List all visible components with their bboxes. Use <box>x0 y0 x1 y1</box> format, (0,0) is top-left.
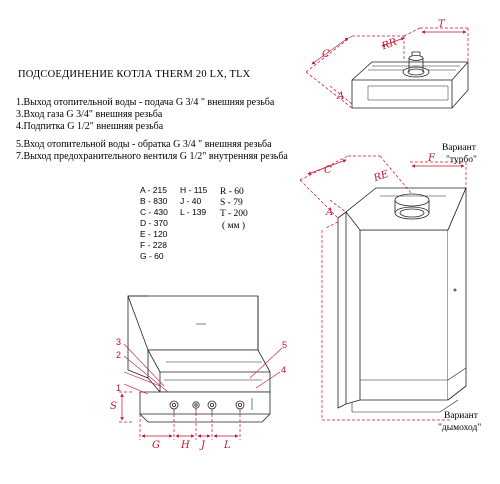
connection-1: 1.Выход отопительной воды - подача G 3/4… <box>16 97 275 108</box>
dim-units: ( мм ) <box>222 221 246 231</box>
callout-5: 5 <box>282 340 288 350</box>
underside-dimension-lines <box>118 391 241 440</box>
dim-j: J - 40 <box>180 196 202 206</box>
dim-letter-a-top: A <box>337 91 345 102</box>
dim-s: S - 79 <box>220 198 243 208</box>
callout-2: 2 <box>116 350 122 360</box>
dim-g: G - 60 <box>140 251 164 261</box>
turbo-variant-drawing <box>351 51 469 109</box>
variant-turbo-name: "турбо" <box>446 155 477 165</box>
callout-4: 4 <box>281 365 287 375</box>
diagram-title: ПОДСОЕДИНЕНИЕ КОТЛА THERM 20 LX, TLX <box>18 69 251 80</box>
dim-t: T - 200 <box>220 209 248 219</box>
dim-a: A - 215 <box>140 185 167 195</box>
dim-letter-j: J <box>201 440 206 451</box>
dim-letter-l: L <box>224 440 231 451</box>
variant-chimney-label: Вариант <box>444 411 478 421</box>
dim-letter-f: F <box>428 153 435 164</box>
turbo-dimension-lines <box>305 27 470 109</box>
chimney-variant-drawing <box>337 187 467 413</box>
connection-4: 4.Подпитка G 1/2" внешняя резьба <box>16 121 164 132</box>
dim-e: E - 120 <box>140 229 168 239</box>
dim-l: L - 139 <box>180 207 207 217</box>
underside-leaders <box>123 343 283 395</box>
dim-f: F - 228 <box>140 240 167 250</box>
underside-drawing <box>127 295 271 423</box>
dim-letter-c-top: C <box>322 49 330 60</box>
variant-chimney-name: "дымоход" <box>438 423 482 433</box>
dim-letter-a-mid: A <box>326 207 334 218</box>
dim-letter-g: G <box>152 440 160 451</box>
connection-7: 7.Выход предохранительного вентиля G 1/2… <box>16 151 288 162</box>
callout-1: 1 <box>116 383 122 393</box>
dim-h: H - 115 <box>180 185 208 195</box>
dim-letter-t: T <box>438 19 445 30</box>
dim-letter-c-mid: C <box>324 165 332 176</box>
dim-c: C - 430 <box>140 207 168 217</box>
variant-turbo-label: Вариант <box>442 143 476 153</box>
connection-3: 3.Вход газа G 3/4" внешняя резьба <box>16 109 163 120</box>
dim-b: B - 830 <box>140 196 168 206</box>
connection-5: 5.Вход отопительной воды - обратка G 3/4… <box>16 139 272 150</box>
dim-letter-s: S <box>110 401 117 412</box>
dim-letter-h: H <box>181 440 190 451</box>
chimney-dimension-lines <box>299 155 467 421</box>
dim-d: D - 370 <box>140 218 168 228</box>
dim-r: R - 60 <box>220 187 244 197</box>
callout-3: 3 <box>116 337 122 347</box>
